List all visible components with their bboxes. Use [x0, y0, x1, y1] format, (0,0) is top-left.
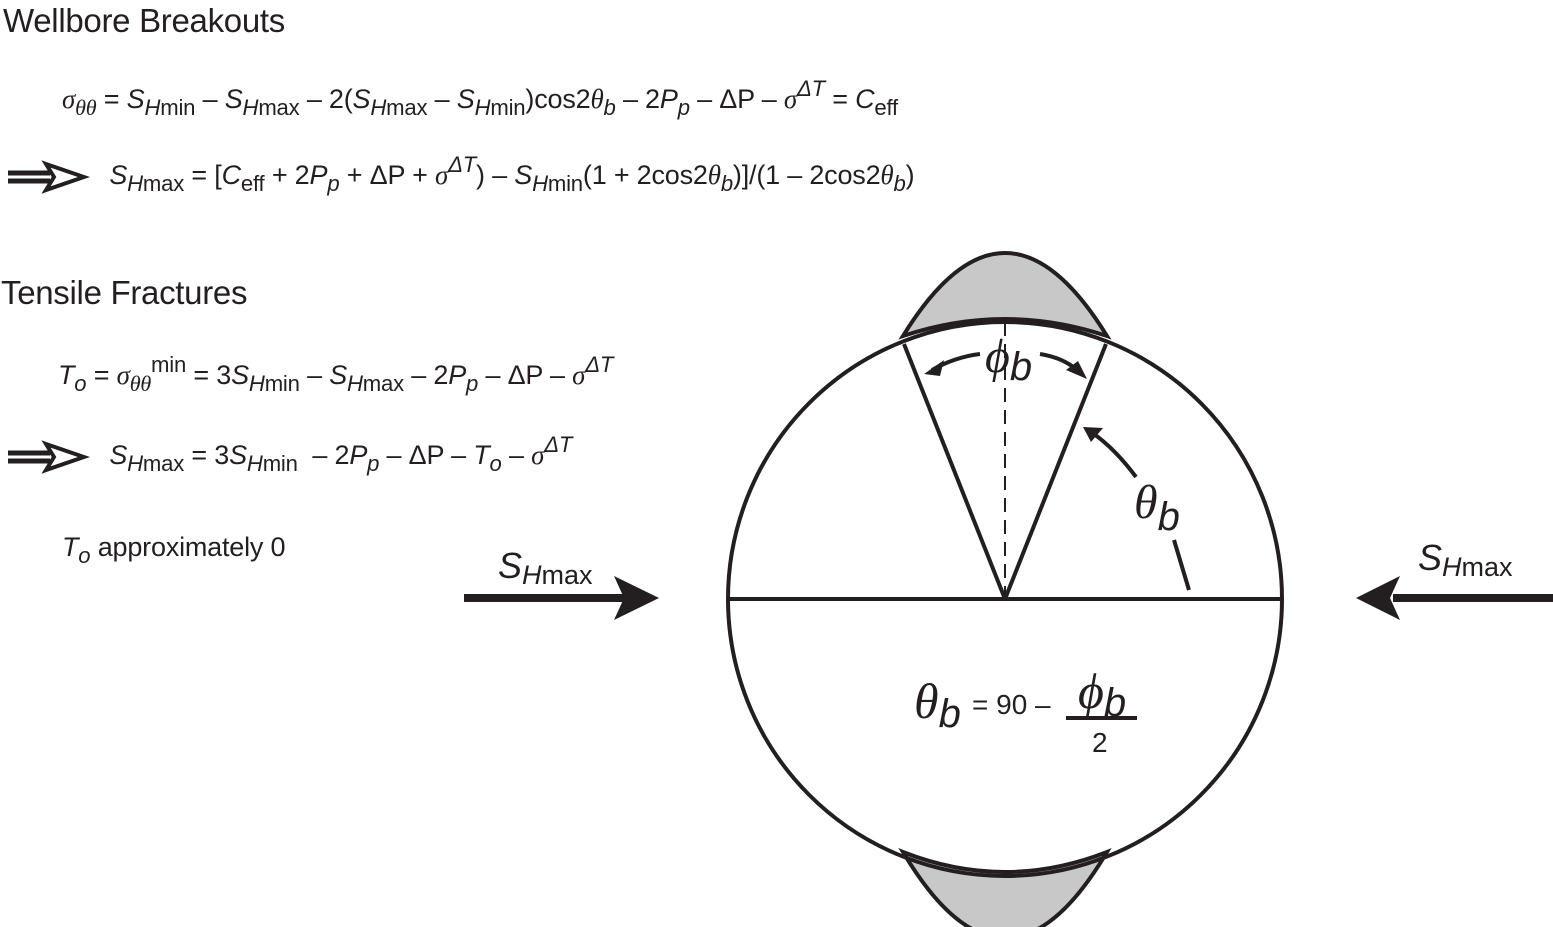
svg-text:θb: θb	[914, 673, 961, 736]
theta-arc-tail	[1172, 539, 1191, 591]
tensile-strength-equation: To = σθθmin = 3SHmin – SHmax – 2Pp – ΔP …	[58, 351, 614, 396]
breakout-edge-right	[1003, 343, 1108, 600]
tensile-strength-note: To approximately 0	[62, 532, 286, 568]
svg-text:ϕb: ϕb	[1078, 663, 1126, 725]
breakout-shmax-equation: SHmax = [Ceff + 2Pp + ΔP + σΔT) – SHmin(…	[6, 153, 915, 194]
shmax-arrow-right-head-icon	[1356, 576, 1400, 620]
implies-arrow-icon	[8, 160, 90, 194]
shmax-label-left: SHmax	[498, 545, 593, 590]
theta-b-label: θb	[1134, 476, 1180, 539]
breakout-top	[898, 251, 1112, 340]
breakout-stress-equation: σθθ = SHmin – SHmax – 2(SHmax – SHmin)co…	[62, 75, 898, 120]
heading-wellbore-breakouts: Wellbore Breakouts	[3, 2, 285, 39]
theta-arrowhead-icon	[1083, 427, 1103, 442]
tensile-shmax-equation: SHmax = 3SHmin – 2Pp – ΔP – To – σΔT	[6, 433, 572, 474]
phi-b-label: ϕb	[985, 330, 1032, 389]
phi-arrowhead-left-icon	[924, 360, 944, 376]
heading-tensile-fractures: Tensile Fractures	[1, 274, 248, 311]
phi-arrowhead-right-icon	[1066, 361, 1087, 379]
svg-text:= 90 –: = 90 –	[972, 689, 1051, 720]
svg-text:2: 2	[1092, 727, 1108, 758]
implies-arrow-icon	[8, 440, 90, 474]
theta-arc	[1092, 432, 1138, 479]
breakout-edge-left	[902, 343, 1007, 600]
breakout-bottom	[898, 848, 1112, 927]
shmax-label-right: SHmax	[1418, 537, 1513, 582]
theta-phi-relation-formula: θb = 90 – ϕb 2	[914, 663, 1137, 758]
shmax-arrow-left-head-icon	[614, 576, 659, 620]
